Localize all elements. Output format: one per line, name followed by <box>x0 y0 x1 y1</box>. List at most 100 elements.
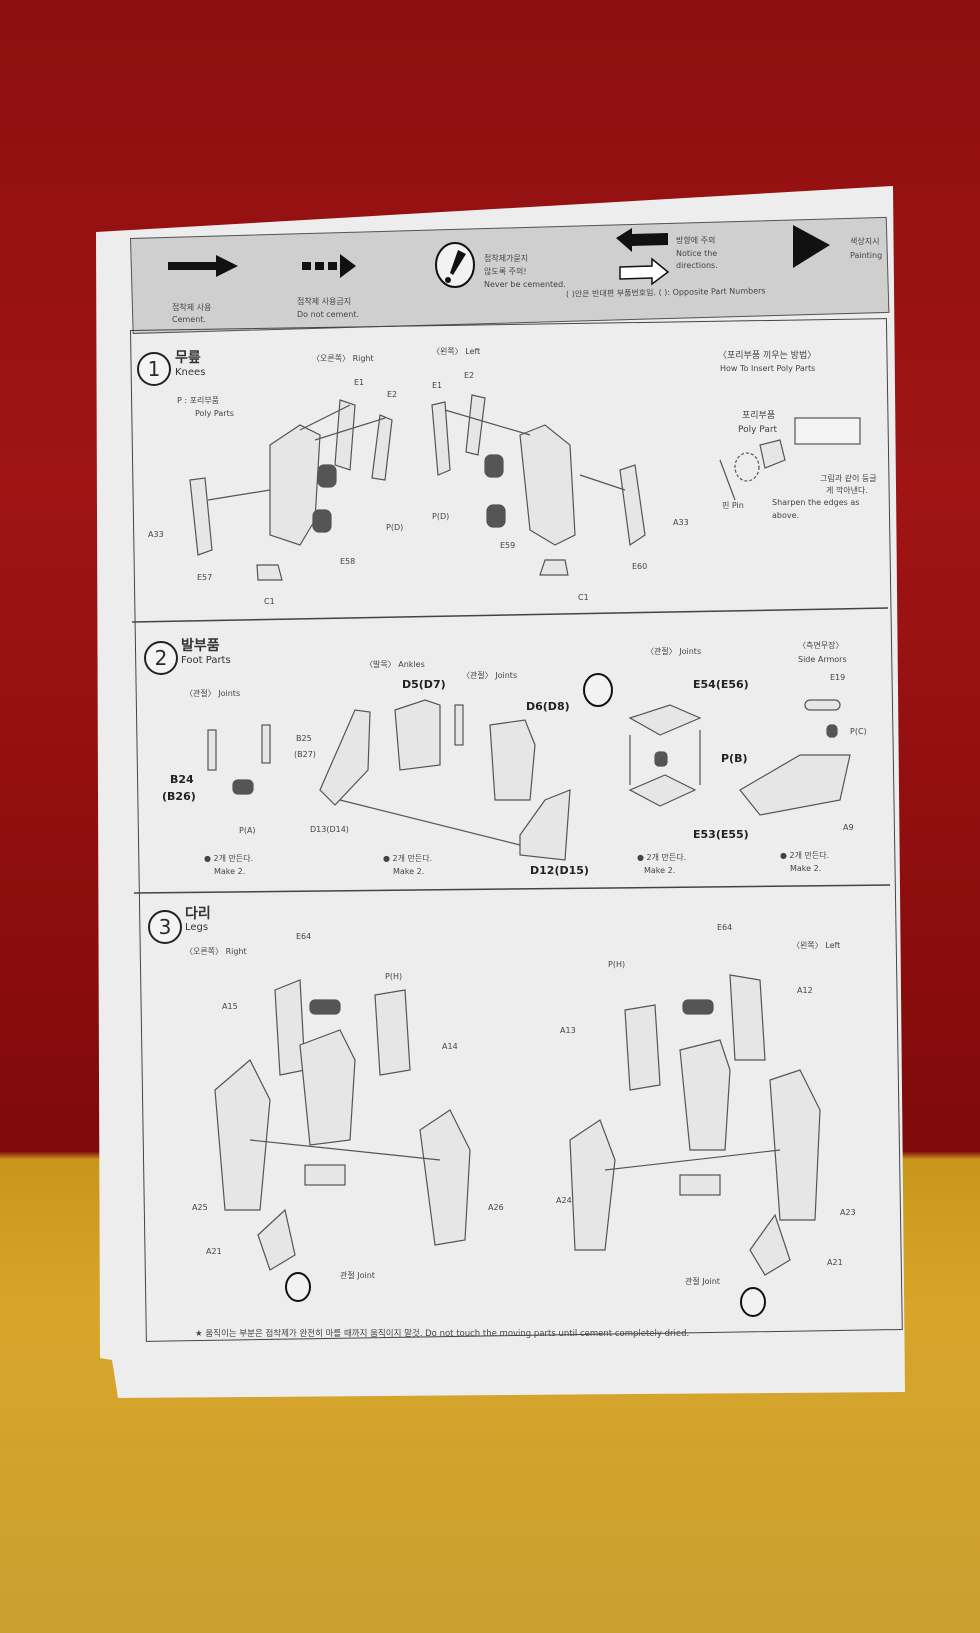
part-label: P(H) <box>385 972 403 981</box>
side-armor-diagram <box>739 699 851 816</box>
label: 〈왼쪽〉 Left <box>792 941 841 950</box>
label: 접착제 사용 <box>172 303 212 312</box>
label: Side Armors <box>798 655 847 664</box>
part-label: C1 <box>578 593 589 602</box>
label: 게 깍아낸다. <box>826 486 868 495</box>
part-label: A14 <box>442 1042 458 1051</box>
step-number: 2 <box>144 641 178 675</box>
part-label: A26 <box>488 1203 504 1212</box>
part-label: P(A) <box>239 826 256 835</box>
label: Poly Part <box>738 425 778 435</box>
foot-joint-diagram <box>207 724 271 795</box>
part-label: E59 <box>500 541 516 550</box>
label: Painting <box>850 251 883 260</box>
part-label: E53(E55) <box>693 828 749 841</box>
part-label: E2 <box>387 390 398 399</box>
part-label: E2 <box>464 371 475 380</box>
no-cement-arrow-icon <box>302 254 356 278</box>
part-label: A9 <box>843 823 854 832</box>
part-label: A12 <box>797 986 813 995</box>
part-label: E57 <box>197 573 213 582</box>
label: 〈왼쪽〉 Left <box>432 347 481 356</box>
label: How To Insert Poly Parts <box>720 364 816 373</box>
knee-right-diagram <box>189 399 393 581</box>
label: Cement. <box>172 315 206 324</box>
label: Poly Parts <box>195 409 234 418</box>
step-title-en: Foot Parts <box>181 655 231 666</box>
part-label: B24 <box>170 773 194 786</box>
label: 접착제가묻지 <box>484 254 529 263</box>
part-label: E58 <box>340 557 356 566</box>
label: 〈포리부품 끼우는 방법〉 <box>718 351 817 361</box>
label: 포리부품 <box>742 411 776 421</box>
caution-icon <box>435 242 475 288</box>
label: P : 포리부품 <box>177 396 220 405</box>
part-label: P(D) <box>386 523 404 532</box>
poly-insert-diagram <box>719 417 861 501</box>
part-label: B25 <box>296 734 312 743</box>
label: directions. <box>676 261 718 270</box>
step-title-en: Legs <box>185 922 209 933</box>
label: 방향에 주의 <box>676 236 716 245</box>
part-label: E64 <box>296 932 312 941</box>
part-label: D12(D15) <box>530 864 589 877</box>
joint-box-diagram <box>628 704 702 807</box>
part-label: D13(D14) <box>310 825 349 834</box>
label: above. <box>772 511 800 520</box>
knee-left-diagram <box>431 394 646 576</box>
part-label: A21 <box>827 1258 843 1267</box>
label: 〈오른쪽〉 Right <box>312 354 374 363</box>
cement-arrow-icon <box>168 255 238 277</box>
label: Do not cement. <box>297 310 360 319</box>
label: 핀 Pin <box>722 501 744 510</box>
footer-note: ★ 움직이는 부분은 접착제가 완전히 마를 때까지 움직이지 말것. Do n… <box>195 1329 690 1339</box>
part-label: (B26) <box>162 790 196 803</box>
part-label: A15 <box>222 1002 238 1011</box>
leg-left-diagram <box>569 974 821 1317</box>
label: 그림과 같이 둥글 <box>820 474 877 483</box>
step-title-ko: 무릎 <box>175 350 201 366</box>
part-label: C1 <box>264 597 275 606</box>
part-label: (B27) <box>294 750 316 759</box>
part-label: E64 <box>717 923 733 932</box>
label: 않도록 주의! <box>484 267 527 276</box>
label: ● 2개 만든다. <box>637 853 687 862</box>
part-label: A24 <box>556 1196 572 1205</box>
label: Sharpen the edges as <box>772 498 860 507</box>
label: Never be cemented. <box>484 280 566 289</box>
step-number: 3 <box>148 910 182 944</box>
label: 〈오른쪽〉 Right <box>185 947 247 956</box>
part-label: P(C) <box>850 727 867 736</box>
part-label: A21 <box>206 1247 222 1256</box>
label: 〈관절〉 Joints <box>185 689 241 698</box>
ankle-diagram <box>319 673 613 861</box>
label: Make 2. <box>790 864 822 873</box>
label: Make 2. <box>214 867 246 876</box>
label: ● 2개 만든다. <box>383 854 433 863</box>
label: 〈발목〉 Ankles <box>365 660 425 669</box>
label: Make 2. <box>393 867 425 876</box>
label: 색상지시 <box>850 237 880 246</box>
part-label: E19 <box>830 673 846 682</box>
part-label: A33 <box>673 518 689 527</box>
label: 〈측면무장〉 <box>798 641 844 650</box>
label: 〈관절〉 Joints <box>646 647 702 656</box>
part-label: A23 <box>840 1208 856 1217</box>
part-label: A25 <box>192 1203 208 1212</box>
step-number: 1 <box>137 352 171 386</box>
label: 관절 Joint <box>340 1271 375 1280</box>
part-label: E54(E56) <box>693 678 749 691</box>
step-title-ko: 발부품 <box>181 638 220 654</box>
part-label: A13 <box>560 1026 576 1035</box>
part-label: E60 <box>632 562 648 571</box>
label: ● 2개 만든다. <box>204 854 254 863</box>
label: 관절 Joint <box>685 1277 720 1286</box>
label: Make 2. <box>644 866 676 875</box>
direction-arrows-icon <box>616 228 670 286</box>
step-title-en: Knees <box>175 367 206 378</box>
part-label: P(D) <box>432 512 450 521</box>
step-title-ko: 다리 <box>185 906 211 922</box>
